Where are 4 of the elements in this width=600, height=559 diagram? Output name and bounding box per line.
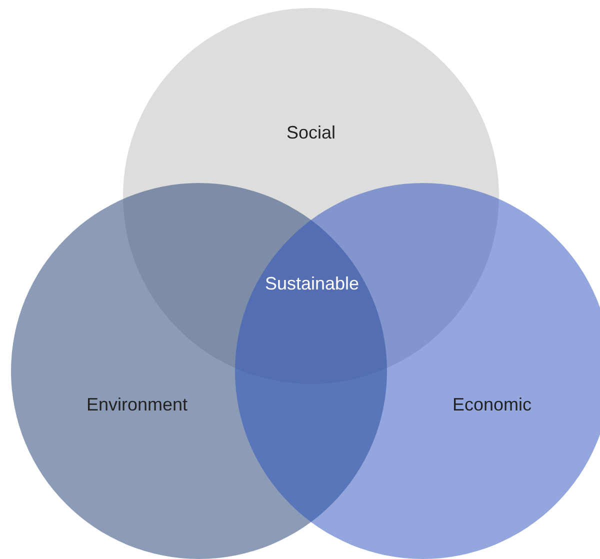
circle-label: Social <box>286 122 336 144</box>
circle-label: Economic <box>452 394 532 416</box>
circle-label: Environment <box>86 394 188 416</box>
intersection-label: Sustainable <box>264 274 360 294</box>
